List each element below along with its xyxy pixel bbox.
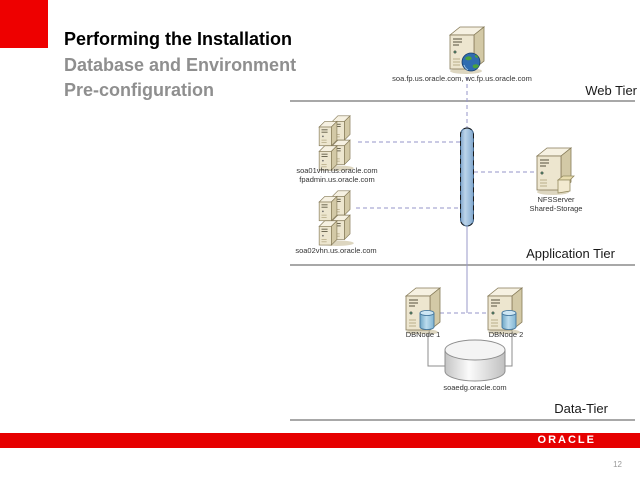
cluster-server-icon-2 — [318, 190, 354, 246]
db-cylinder-icon — [501, 309, 517, 331]
data-tier-line — [290, 419, 635, 421]
web-server-icon — [449, 26, 485, 75]
db-node-1-label: DBNode 1 — [405, 330, 441, 339]
db-cylinder-icon — [419, 309, 435, 331]
slide-subtitle-line2: Pre-configuration — [64, 80, 215, 100]
web-tier-line — [290, 100, 635, 102]
folder-icon — [556, 175, 575, 194]
data-tier-label: Data-Tier — [554, 401, 608, 416]
slide-subtitle: Database and Environment Pre-configurati… — [64, 53, 296, 103]
slide-title: Performing the Installation — [64, 29, 293, 49]
brand-corner-block — [0, 0, 48, 48]
db-node-2-label: DBNode 2 — [488, 330, 524, 339]
oracle-logo: ORACLE — [537, 434, 596, 446]
footer-bar: ORACLE — [0, 433, 640, 448]
cluster-server-icon-1 — [318, 115, 354, 171]
storage-capsule-icon — [460, 127, 474, 227]
nfs-server-label: NFSServer Shared-Storage — [529, 195, 583, 213]
web-server-label: soa.fp.us.oracle.com, wc.fp.us.oracle.co… — [392, 74, 532, 83]
cluster-2-label: soa02vhn.us.oracle.com — [295, 246, 377, 255]
web-tier-label: Web Tier — [585, 83, 637, 98]
globe-icon — [461, 52, 481, 72]
page-number: 12 — [613, 460, 622, 469]
database-cylinder-icon — [444, 339, 506, 382]
db-server-icon-2 — [487, 287, 523, 334]
application-tier-line — [290, 264, 635, 266]
cluster-1-label: soa01vhn.us.oracle.com fpadmin.us.oracle… — [296, 166, 378, 184]
slide-subtitle-line1: Database and Environment — [64, 55, 297, 75]
application-tier-label: Application Tier — [526, 246, 615, 261]
db-server-icon-1 — [405, 287, 441, 334]
nfs-server-icon — [536, 147, 575, 196]
database-label: soaedg.oracle.com — [443, 383, 507, 392]
